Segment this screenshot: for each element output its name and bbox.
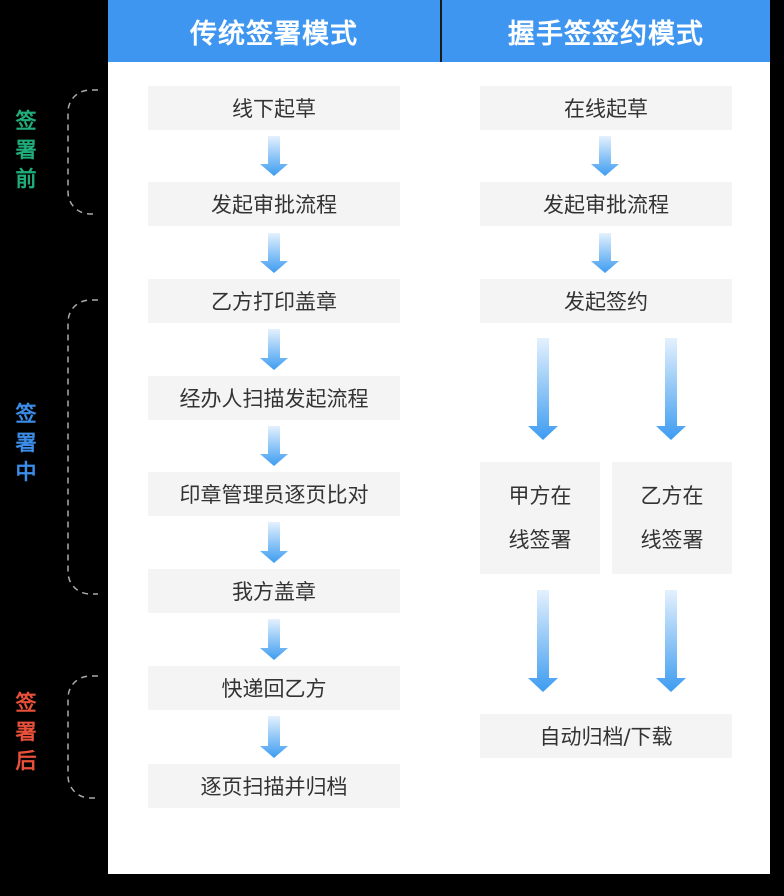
phase-char: 签 <box>15 402 37 426</box>
handshake-step-party-b: 乙方在 线签署 <box>612 462 732 574</box>
party-b-line-2: 线签署 <box>640 528 704 552</box>
traditional-step-6: 我方盖章 <box>148 569 400 613</box>
phase-char: 署 <box>15 431 37 455</box>
down-arrow-icon <box>528 590 558 692</box>
traditional-step-5: 印章管理员逐页比对 <box>148 472 400 516</box>
party-a-line-1: 甲方在 <box>508 484 572 508</box>
phase-label-after: 签 署 后 <box>10 689 42 776</box>
traditional-step-2: 发起审批流程 <box>148 182 400 226</box>
handshake-step-approval: 发起审批流程 <box>480 182 732 226</box>
handshake-mode-header: 握手签签约模式 <box>442 0 770 62</box>
traditional-step-4: 经办人扫描发起流程 <box>148 376 400 420</box>
handshake-step-archive: 自动归档/下载 <box>480 714 732 758</box>
traditional-step-3: 乙方打印盖章 <box>148 279 400 323</box>
phase-char: 签 <box>15 691 37 715</box>
down-arrow-icon <box>528 338 558 440</box>
party-a-line-2: 线签署 <box>508 528 572 552</box>
phase-char: 后 <box>15 749 37 773</box>
traditional-step-7: 快递回乙方 <box>148 666 400 710</box>
down-arrow-icon <box>260 233 288 273</box>
phase-label-during: 签 署 中 <box>10 400 42 487</box>
phase-char: 署 <box>15 138 37 162</box>
handshake-step-draft: 在线起草 <box>480 86 732 130</box>
down-arrow-icon <box>591 233 619 273</box>
handshake-step-party-a: 甲方在 线签署 <box>480 462 600 574</box>
down-arrow-icon <box>656 338 686 440</box>
down-arrow-icon <box>260 716 288 758</box>
down-arrow-icon <box>260 619 288 660</box>
down-arrow-icon <box>260 426 288 466</box>
down-arrow-icon <box>591 136 619 176</box>
party-b-line-1: 乙方在 <box>640 484 704 508</box>
phase-label-before: 签 署 前 <box>10 107 42 194</box>
down-arrow-icon <box>260 522 288 563</box>
header-divider <box>440 0 442 62</box>
phase-char: 签 <box>15 109 37 133</box>
down-arrow-icon <box>656 590 686 692</box>
handshake-step-initiate: 发起签约 <box>480 279 732 323</box>
phase-char: 中 <box>15 460 37 484</box>
traditional-mode-header: 传统签署模式 <box>108 0 440 62</box>
down-arrow-icon <box>260 329 288 370</box>
down-arrow-icon <box>260 136 288 176</box>
phase-char: 前 <box>15 167 37 191</box>
phase-char: 署 <box>15 720 37 744</box>
traditional-step-1: 线下起草 <box>148 86 400 130</box>
traditional-step-8: 逐页扫描并归档 <box>148 764 400 808</box>
